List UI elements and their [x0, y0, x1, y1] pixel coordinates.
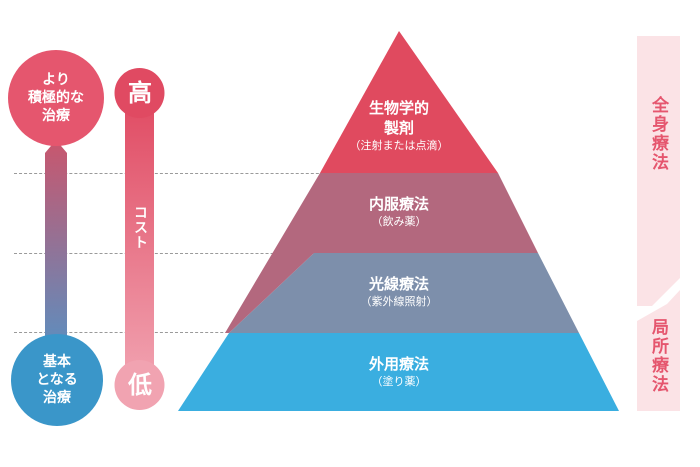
- local-band: [637, 290, 680, 411]
- level-1-title-line1: 生物学的: [368, 99, 429, 117]
- level-3-title: 光線療法: [368, 275, 429, 293]
- cost-high-label: 高: [128, 79, 152, 107]
- guide-line-2: [14, 253, 344, 254]
- aggressive-treatment-circle: より 積極的な 治療: [8, 50, 104, 146]
- level-1-note: （注射または点滴）: [349, 139, 449, 152]
- level-4-title: 外用療法: [368, 355, 429, 373]
- level-3-note: （紫外線照射）: [360, 295, 438, 308]
- pyramid-level-3: [229, 253, 579, 333]
- level-4-text: 外用療法 （塗り薬）: [339, 354, 459, 390]
- aggressive-label-line3: 治療: [42, 108, 70, 124]
- basic-label-line2: となる: [36, 372, 78, 388]
- level-1-title-line2: 製剤: [383, 119, 414, 137]
- aggressive-label-line2: 積極的な: [28, 90, 84, 106]
- basic-label-line1: 基本: [43, 354, 71, 370]
- cost-label: コスト: [132, 205, 148, 250]
- systemic-band: [637, 36, 680, 306]
- intensity-arrow: [45, 140, 67, 352]
- level-4-note: （塗り薬）: [371, 375, 427, 388]
- cost-low-label: 低: [128, 371, 152, 399]
- level-2-title: 内服療法: [368, 195, 429, 213]
- guide-line-3: [14, 332, 344, 333]
- guide-line-1: [14, 173, 344, 174]
- pyramid-level-4: [178, 333, 619, 411]
- pyramid-level-1: [320, 31, 498, 173]
- basic-label-line3: 治療: [43, 390, 71, 406]
- level-1-text: 生物学的 製剤 （注射または点滴）: [339, 98, 459, 154]
- aggressive-label-line1: より: [42, 72, 70, 88]
- level-3-text: 光線療法 （紫外線照射）: [334, 274, 464, 310]
- level-2-note: （飲み薬）: [371, 215, 427, 228]
- cost-bar: [114, 68, 165, 410]
- basic-treatment-circle: 基本 となる 治療: [11, 334, 103, 426]
- systemic-therapy-label: 全身療法: [648, 96, 668, 172]
- pyramid-level-2: [225, 173, 538, 333]
- level-2-text: 内服療法 （飲み薬）: [339, 194, 459, 230]
- local-therapy-label: 局所療法: [648, 318, 668, 394]
